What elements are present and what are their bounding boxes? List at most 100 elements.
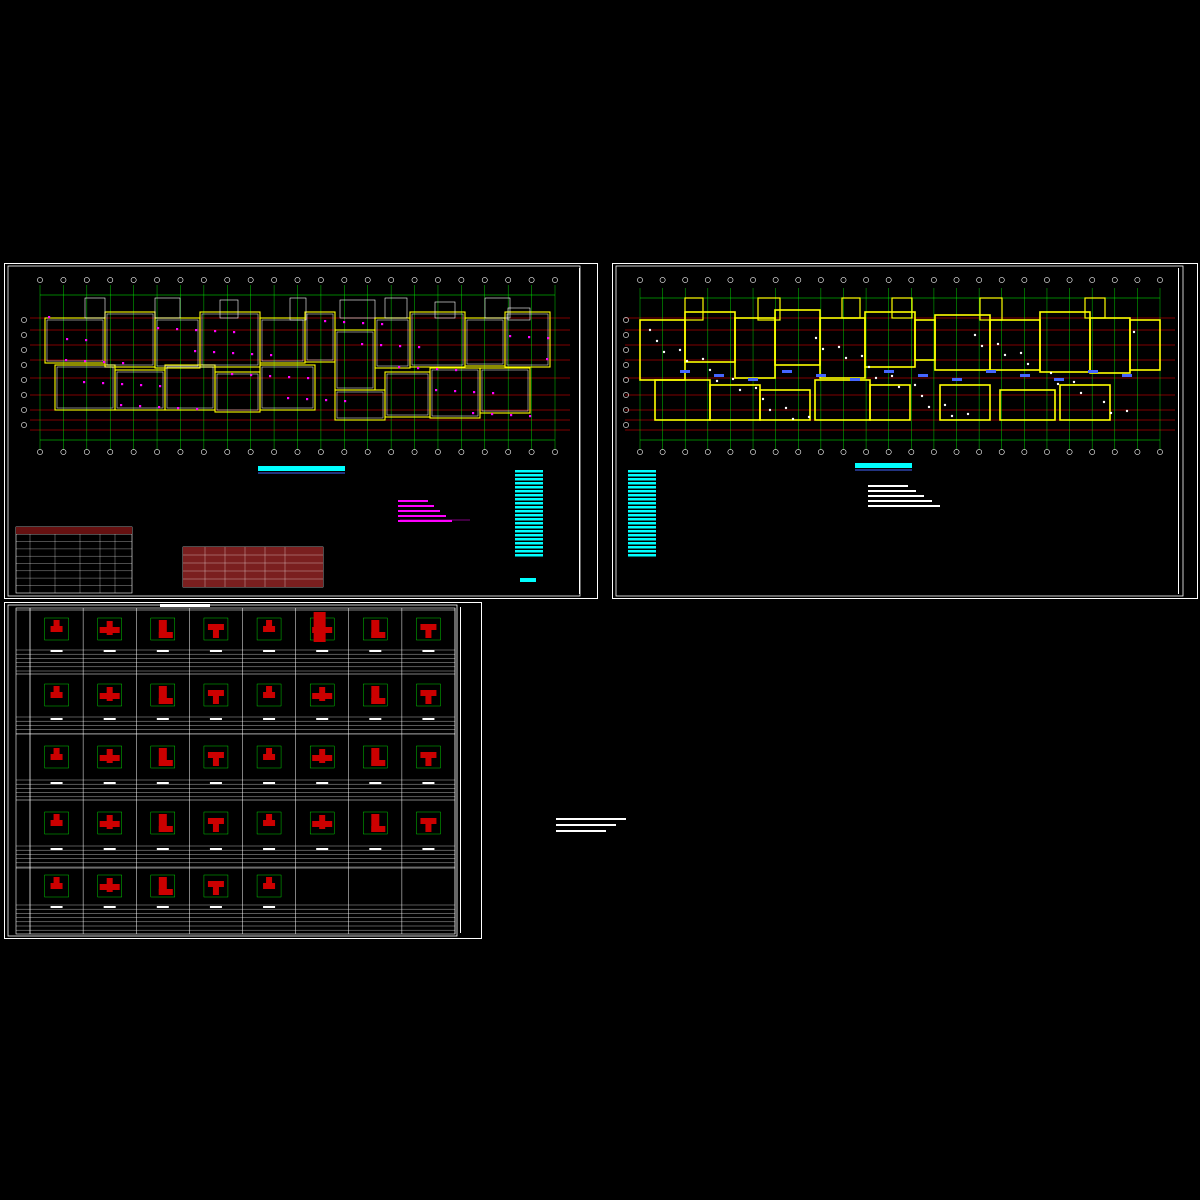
drawing-sheet-slab-plan[interactable] bbox=[612, 263, 1198, 599]
balcony-slab bbox=[757, 297, 781, 321]
column-mark bbox=[231, 373, 234, 376]
axis-bubble bbox=[154, 277, 160, 283]
slab-outline bbox=[1059, 384, 1111, 421]
column-section bbox=[158, 889, 173, 895]
section-label bbox=[156, 718, 169, 720]
column-section bbox=[106, 749, 113, 763]
wall-inner bbox=[106, 313, 154, 366]
slab-mark bbox=[1132, 330, 1136, 334]
level-row bbox=[515, 486, 543, 489]
column-mark bbox=[213, 351, 216, 354]
section-dimension bbox=[309, 811, 335, 835]
axis-bubble bbox=[772, 277, 779, 283]
axis-bubble bbox=[37, 449, 43, 455]
axis-bubble bbox=[435, 449, 441, 455]
level-row bbox=[628, 498, 656, 501]
column-mark bbox=[381, 323, 384, 326]
section-dimension bbox=[44, 683, 69, 707]
section-label bbox=[263, 782, 276, 784]
column-mark bbox=[491, 413, 494, 416]
column-section bbox=[266, 748, 273, 756]
column-section bbox=[50, 883, 63, 889]
column-mark bbox=[66, 338, 69, 341]
axis-bubble bbox=[177, 277, 184, 283]
column-section bbox=[158, 760, 173, 766]
axis-bubble bbox=[908, 449, 915, 455]
level-row bbox=[515, 522, 543, 525]
slab-mark bbox=[860, 354, 864, 358]
column-section bbox=[106, 815, 113, 829]
column-section bbox=[106, 621, 113, 635]
note-text bbox=[868, 485, 908, 487]
column-section bbox=[263, 754, 276, 760]
slab-mark bbox=[784, 406, 788, 410]
level-row bbox=[515, 506, 543, 509]
drawing-sheet-wall-plan[interactable] bbox=[4, 263, 598, 599]
slab-outline bbox=[999, 389, 1056, 421]
level-row bbox=[515, 542, 543, 545]
column-section bbox=[207, 690, 224, 696]
level-row bbox=[628, 534, 656, 537]
wall-inner bbox=[466, 319, 504, 365]
column-section bbox=[371, 814, 380, 832]
beam-tag bbox=[1054, 378, 1064, 381]
column-mark bbox=[417, 367, 420, 370]
slab-mark bbox=[807, 415, 811, 419]
axis-bubble bbox=[976, 449, 983, 455]
column-section bbox=[50, 692, 63, 698]
section-dimension bbox=[97, 874, 122, 898]
slab-mark bbox=[943, 403, 947, 407]
axis-bubble bbox=[1089, 277, 1096, 283]
section-label bbox=[156, 906, 169, 908]
column-section bbox=[212, 824, 219, 832]
column-mark bbox=[287, 397, 290, 400]
axis-bubble bbox=[998, 277, 1005, 283]
axis-bubble bbox=[505, 277, 512, 283]
column-section bbox=[212, 887, 219, 895]
beam-tag bbox=[918, 374, 928, 377]
wall-inner bbox=[336, 391, 384, 419]
section-dimension bbox=[44, 874, 69, 898]
slab-mark bbox=[708, 368, 712, 372]
slab-mark bbox=[927, 405, 931, 409]
column-mark bbox=[159, 385, 162, 388]
slab-outline bbox=[869, 384, 911, 421]
note-text bbox=[398, 500, 428, 502]
drawing-list-note bbox=[556, 824, 616, 826]
note-text bbox=[398, 515, 446, 517]
slab-mark bbox=[791, 417, 795, 421]
axis-bubble bbox=[388, 277, 395, 283]
drawing-sheet-column-details[interactable] bbox=[4, 602, 482, 939]
column-section bbox=[106, 878, 113, 892]
axis-bubble bbox=[505, 449, 512, 455]
column-section bbox=[371, 632, 386, 638]
column-section bbox=[266, 686, 273, 694]
column-section bbox=[319, 815, 326, 829]
axis-bubble bbox=[1021, 449, 1028, 455]
column-section bbox=[207, 752, 224, 758]
column-mark bbox=[510, 414, 513, 417]
level-row bbox=[515, 546, 543, 549]
slab-mark bbox=[1102, 400, 1106, 404]
column-mark bbox=[139, 405, 142, 408]
section-dimension bbox=[44, 811, 69, 835]
section-dimension bbox=[203, 617, 229, 641]
level-row bbox=[628, 554, 656, 557]
column-section bbox=[263, 820, 276, 826]
column-mark bbox=[509, 335, 512, 338]
level-row bbox=[515, 550, 543, 553]
column-mark bbox=[48, 316, 51, 319]
slab-outline bbox=[709, 384, 761, 421]
level-row bbox=[515, 534, 543, 537]
section-dimension bbox=[97, 811, 122, 835]
column-mark bbox=[84, 360, 87, 363]
section-label bbox=[50, 906, 63, 908]
beam-tag bbox=[680, 370, 690, 373]
axis-bubble bbox=[458, 449, 465, 455]
slab-outline bbox=[759, 389, 811, 421]
column-section bbox=[106, 687, 113, 701]
axis-bubble bbox=[294, 449, 301, 455]
slab-mark bbox=[920, 394, 924, 398]
wall-inner bbox=[376, 319, 409, 367]
column-section bbox=[50, 754, 63, 760]
